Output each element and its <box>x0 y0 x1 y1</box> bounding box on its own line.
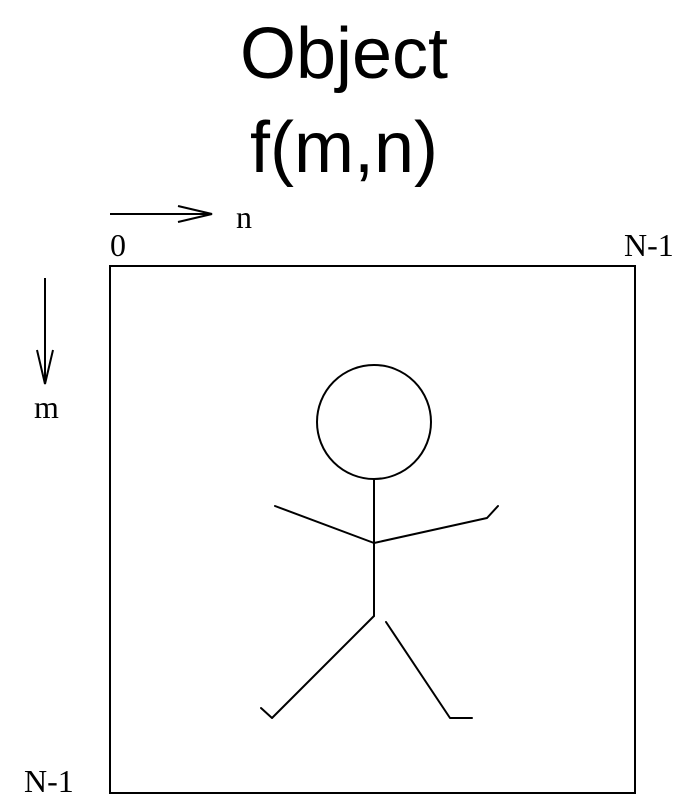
origin-label: 0 <box>110 227 126 263</box>
m-axis-arrow <box>37 278 53 384</box>
n-axis-arrow <box>110 206 212 222</box>
stick-figure <box>261 365 498 718</box>
m-axis-label: m <box>34 389 59 425</box>
stick-figure-head <box>317 365 431 479</box>
bottom-corner-label: N-1 <box>24 763 74 799</box>
image-frame <box>110 266 635 793</box>
stick-figure-right-leg <box>386 622 472 718</box>
right-corner-label: N-1 <box>624 227 674 263</box>
n-axis-label: n <box>236 199 252 235</box>
stick-figure-left-leg <box>261 616 374 718</box>
stick-figure-arms <box>275 506 498 543</box>
